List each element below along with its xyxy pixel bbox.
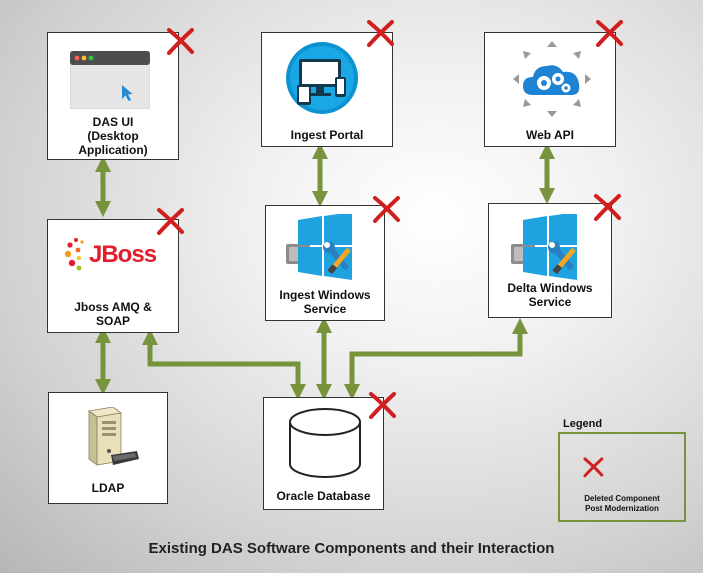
jboss-box: JBoss Jboss AMQ & SOAP [47,219,179,333]
server-tower-icon [88,407,139,466]
ldap-box: LDAP [48,392,168,504]
jboss-logo-text: JBoss [89,241,157,268]
jboss-dots-icon [64,238,84,271]
database-cylinder-icon [289,408,361,478]
windows-service-icon [286,214,352,280]
legend-box: Deleted Component Post Modernization [558,432,686,522]
ingest-portal-label: Ingest Portal [290,128,364,142]
ingest-windows-box: Ingest Windows Service [265,205,385,321]
delete-mark-icon [596,20,623,47]
jboss-logo: JBoss [64,232,157,276]
arrow-delta-oracle [343,317,529,401]
ingest-windows-label: Ingest Windows Service [279,288,371,316]
legend-item-label: Deleted Component Post Modernization [584,494,660,513]
ingest-portal-box: Ingest Portal [261,32,393,147]
oracle-db-box: Oracle Database [263,397,384,510]
delete-mark-icon [594,194,621,221]
arrow-jboss-oracle [141,328,307,401]
delete-mark-icon [367,20,394,47]
devices-icon [286,42,358,114]
delete-mark-icon [369,392,396,419]
delta-windows-label: Delta Windows Service [507,281,593,309]
legend-title: Legend [563,418,603,430]
delete-mark-icon [583,457,604,478]
oracle-db-label: Oracle Database [276,489,371,503]
delete-mark-icon [167,28,194,55]
web-api-box: Web API [484,32,616,147]
delete-mark-icon [157,208,184,235]
das-ui-label: DAS UI (Desktop Application) [78,115,148,157]
delta-windows-box: Delta Windows Service [488,203,612,318]
delete-mark-icon [373,196,400,223]
jboss-label: Jboss AMQ & SOAP [74,300,152,328]
cloud-gears-icon [513,41,591,117]
desktop-window-icon [70,51,150,109]
web-api-label: Web API [525,128,574,142]
windows-service-icon [511,214,577,280]
das-ui-box: DAS UI (Desktop Application) [47,32,179,160]
diagram-caption: Existing DAS Software Components and the… [148,540,555,557]
ldap-label: LDAP [91,481,125,495]
